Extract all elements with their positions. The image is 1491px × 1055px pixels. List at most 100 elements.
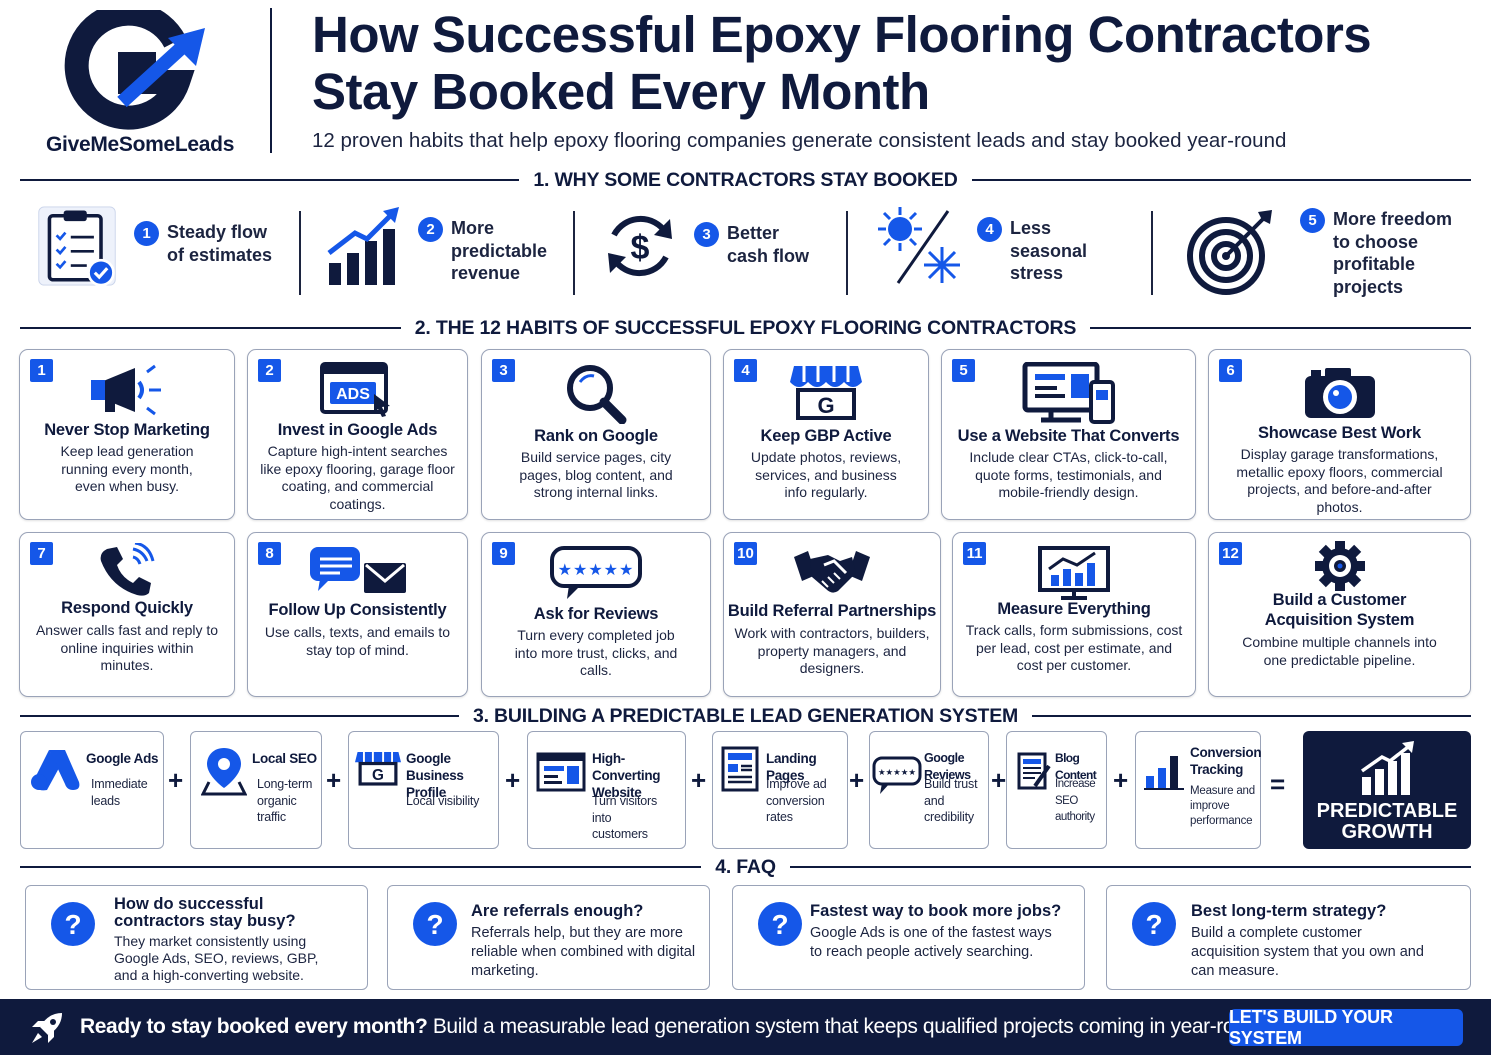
why-divider bbox=[299, 211, 301, 295]
section-title: 4. FAQ bbox=[715, 855, 776, 878]
system-item-conversion-tracking: Conversion Tracking Measure and improve … bbox=[1135, 731, 1262, 849]
dollar-cycle-icon: $ bbox=[608, 215, 672, 277]
gear-target-icon bbox=[1314, 541, 1365, 591]
plus-sign: + bbox=[691, 765, 707, 795]
section-title: 1. WHY SOME CONTRACTORS STAY BOOKED bbox=[533, 168, 958, 191]
habit-title: Keep GBP Active bbox=[760, 427, 892, 445]
camera-icon bbox=[1304, 368, 1375, 418]
question-icon: ? bbox=[758, 902, 802, 946]
system-item-google-reviews: ★★★★★ Google Reviews Build trust and cre… bbox=[869, 731, 989, 849]
why-number: 5 bbox=[1300, 208, 1325, 233]
system-desc: Turn visitors into customers bbox=[592, 794, 658, 841]
habit-number: 2 bbox=[258, 359, 281, 382]
faq-item-4: ? Best long-term strategy? Build a compl… bbox=[1106, 885, 1471, 990]
why-divider bbox=[573, 211, 575, 295]
habit-card-12: 12 Build a Customer Acquisition System C… bbox=[1208, 532, 1471, 697]
sun-snowflake-icon bbox=[878, 207, 960, 284]
habit-desc: Combine multiple channels into one predi… bbox=[1242, 634, 1437, 668]
why-number: 1 bbox=[134, 221, 159, 246]
habit-card-4: 4 G Keep GBP Active Update photos, revie… bbox=[723, 349, 929, 520]
habit-desc: Turn every completed job into more trust… bbox=[514, 627, 678, 678]
faq-answer: Google Ads is one of the fastest ways to… bbox=[810, 925, 1052, 960]
habit-card-10: 10 Build Referral Partnerships Work with… bbox=[723, 532, 941, 697]
habit-title: Use a Website That Converts bbox=[957, 427, 1180, 445]
system-desc: Build trust and credibility bbox=[924, 777, 978, 824]
system-desc: Increase SEO authority bbox=[1055, 778, 1096, 823]
chat-mail-icon bbox=[309, 547, 406, 593]
svg-text:G: G bbox=[817, 393, 834, 418]
habit-desc: Work with contractors, builders, propert… bbox=[734, 625, 930, 676]
habit-desc: Answer calls fast and reply to online in… bbox=[35, 622, 219, 673]
magnifier-icon bbox=[567, 365, 627, 424]
svg-text:★★★★★: ★★★★★ bbox=[558, 560, 635, 579]
system-desc: Improve ad conversion rates bbox=[766, 777, 827, 824]
habit-number: 1 bbox=[30, 359, 53, 382]
browser-icon bbox=[536, 752, 586, 792]
page-subtitle: 12 proven habits that help epoxy floorin… bbox=[312, 129, 1287, 152]
system-title: High-Converting Website bbox=[592, 751, 661, 800]
habit-number: 6 bbox=[1219, 359, 1242, 382]
system-item-google-ads: Google Ads Immediate leads bbox=[20, 731, 164, 849]
system-title: Google Business Profile bbox=[406, 751, 464, 800]
svg-text:$: $ bbox=[631, 229, 650, 267]
blog-icon bbox=[1017, 752, 1051, 790]
habit-title: Showcase Best Work bbox=[1258, 424, 1421, 442]
habit-number: 4 bbox=[734, 359, 757, 382]
review-bubble-icon: ★★★★★ bbox=[872, 756, 922, 794]
habit-desc: Include clear CTAs, click-to-call, quote… bbox=[969, 449, 1168, 500]
habit-desc: Capture high-intent searches like epoxy … bbox=[260, 443, 455, 512]
habit-desc: Keep lead generation running every month… bbox=[60, 443, 194, 494]
habit-number: 11 bbox=[963, 542, 986, 565]
plus-sign: + bbox=[1113, 765, 1129, 795]
system-desc: Local visibility bbox=[406, 794, 480, 808]
title-line-1: How Successful Epoxy Flooring Contractor… bbox=[312, 6, 1372, 63]
why-number: 2 bbox=[418, 217, 443, 242]
habit-number: 12 bbox=[1219, 542, 1242, 565]
habit-desc: Use calls, texts, and emails to stay top… bbox=[264, 624, 451, 658]
plus-sign: + bbox=[168, 765, 184, 795]
habit-card-2: 2 ADS Invest in Google Ads Capture high-… bbox=[247, 349, 468, 520]
footer-text: Ready to stay booked every month? Build … bbox=[80, 1015, 1274, 1038]
megaphone-icon bbox=[91, 364, 161, 416]
faq-answer: Build a complete customer acquisition sy… bbox=[1191, 925, 1424, 979]
review-stars-icon: ★★★★★ bbox=[550, 546, 642, 599]
footer-banner: Ready to stay booked every month? Build … bbox=[0, 999, 1491, 1055]
target-icon bbox=[1187, 210, 1272, 295]
habit-card-11: 11 Measure Everything Track calls, form … bbox=[952, 532, 1196, 697]
section-header-faq: 4. FAQ bbox=[20, 855, 1472, 879]
habit-desc: Build service pages, city pages, blog co… bbox=[519, 449, 673, 500]
plus-sign: + bbox=[849, 765, 865, 795]
section-title: 2. THE 12 HABITS OF SUCCESSFUL EPOXY FLO… bbox=[414, 316, 1077, 339]
faq-answer: Referrals help, but they are more reliab… bbox=[471, 925, 696, 979]
section-header-why: 1. WHY SOME CONTRACTORS STAY BOOKED bbox=[20, 168, 1472, 192]
build-system-cta-button[interactable]: LET'S BUILD YOUR SYSTEM bbox=[1229, 1007, 1463, 1048]
habit-number: 3 bbox=[492, 359, 515, 382]
faq-item-3: ? Fastest way to book more jobs? Google … bbox=[732, 885, 1085, 990]
habit-title: Rank on Google bbox=[534, 427, 658, 445]
devices-icon bbox=[1022, 362, 1115, 424]
system-title: Google Reviews bbox=[924, 751, 971, 782]
habit-number: 8 bbox=[258, 542, 281, 565]
growth-chart-icon bbox=[1360, 741, 1414, 795]
faq-answer: They market consistently using Google Ad… bbox=[114, 933, 319, 983]
page-title: How Successful Epoxy Flooring Contractor… bbox=[312, 6, 1462, 120]
system-title: Conversion Tracking bbox=[1190, 745, 1262, 777]
system-title: Local SEO bbox=[252, 751, 317, 766]
habit-card-6: 6 Showcase Best Work Display garage tran… bbox=[1208, 349, 1471, 520]
question-icon: ? bbox=[1132, 902, 1176, 946]
section-header-system: 3. BUILDING A PREDICTABLE LEAD GENERATIO… bbox=[20, 704, 1471, 728]
system-title: Google Ads bbox=[86, 751, 159, 766]
analytics-monitor-icon bbox=[1038, 546, 1110, 600]
map-pin-icon bbox=[201, 748, 247, 796]
habit-title: Never Stop Marketing bbox=[44, 421, 210, 439]
habit-title: Invest in Google Ads bbox=[277, 421, 438, 439]
habit-number: 9 bbox=[492, 542, 515, 565]
habit-card-1: 1 Never Stop Marketing Keep lead generat… bbox=[19, 349, 235, 520]
